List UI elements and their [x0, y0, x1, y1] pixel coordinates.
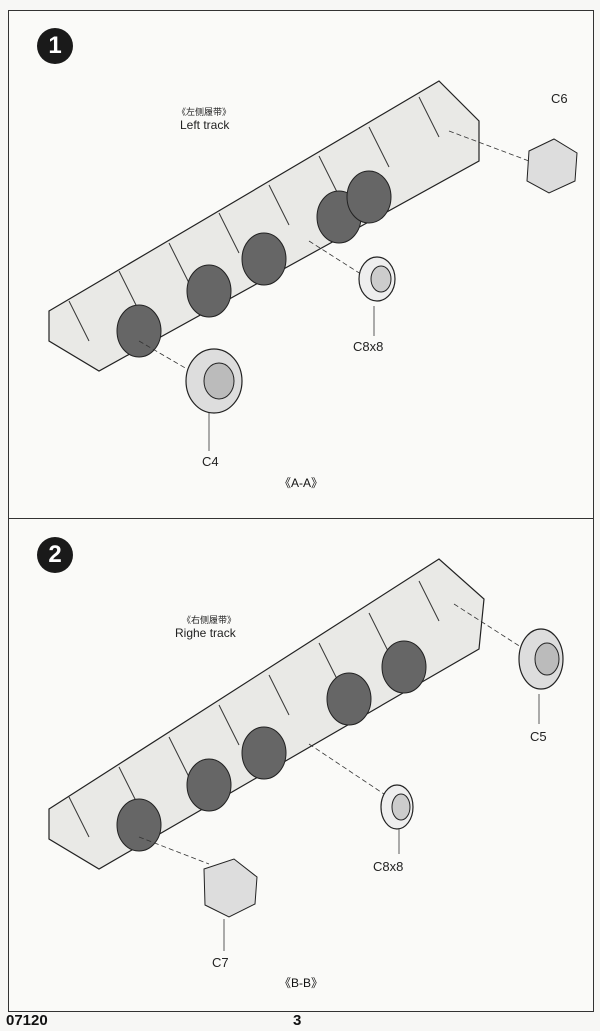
track-label-en: Righe track	[175, 626, 236, 640]
track-label-cn: 《右侧履带》	[182, 615, 237, 625]
part-label-c8x8: C8x8	[373, 859, 404, 874]
part-label-c8x8: C8x8	[353, 339, 384, 354]
section-view-label: 《B-B》	[278, 976, 323, 990]
part-label-c7: C7	[212, 955, 229, 970]
page-number: 3	[293, 1012, 302, 1029]
step-number-badge: 2	[37, 537, 73, 573]
part-label-c5: C5	[530, 729, 547, 744]
step-number-badge: 1	[37, 28, 73, 64]
part-label-c6: C6	[551, 91, 568, 106]
left-track-assembly-drawing	[48, 80, 578, 451]
step-2-panel: 2 《右侧履带》 Righe track C5 C8x8 C7 《B-B》	[8, 518, 594, 1012]
part-label-c4: C4	[202, 454, 219, 469]
section-view-label: 《A-A》	[278, 476, 323, 490]
track-label-cn: 《左侧履带》	[177, 107, 232, 117]
kit-number: 07120	[6, 1012, 48, 1029]
track-label-en: Left track	[180, 118, 230, 132]
step-1-panel: 1 《左侧履带》 Left track C6 C8x8 C4 《A-A》	[8, 10, 594, 520]
right-track-assembly-drawing	[48, 558, 564, 951]
